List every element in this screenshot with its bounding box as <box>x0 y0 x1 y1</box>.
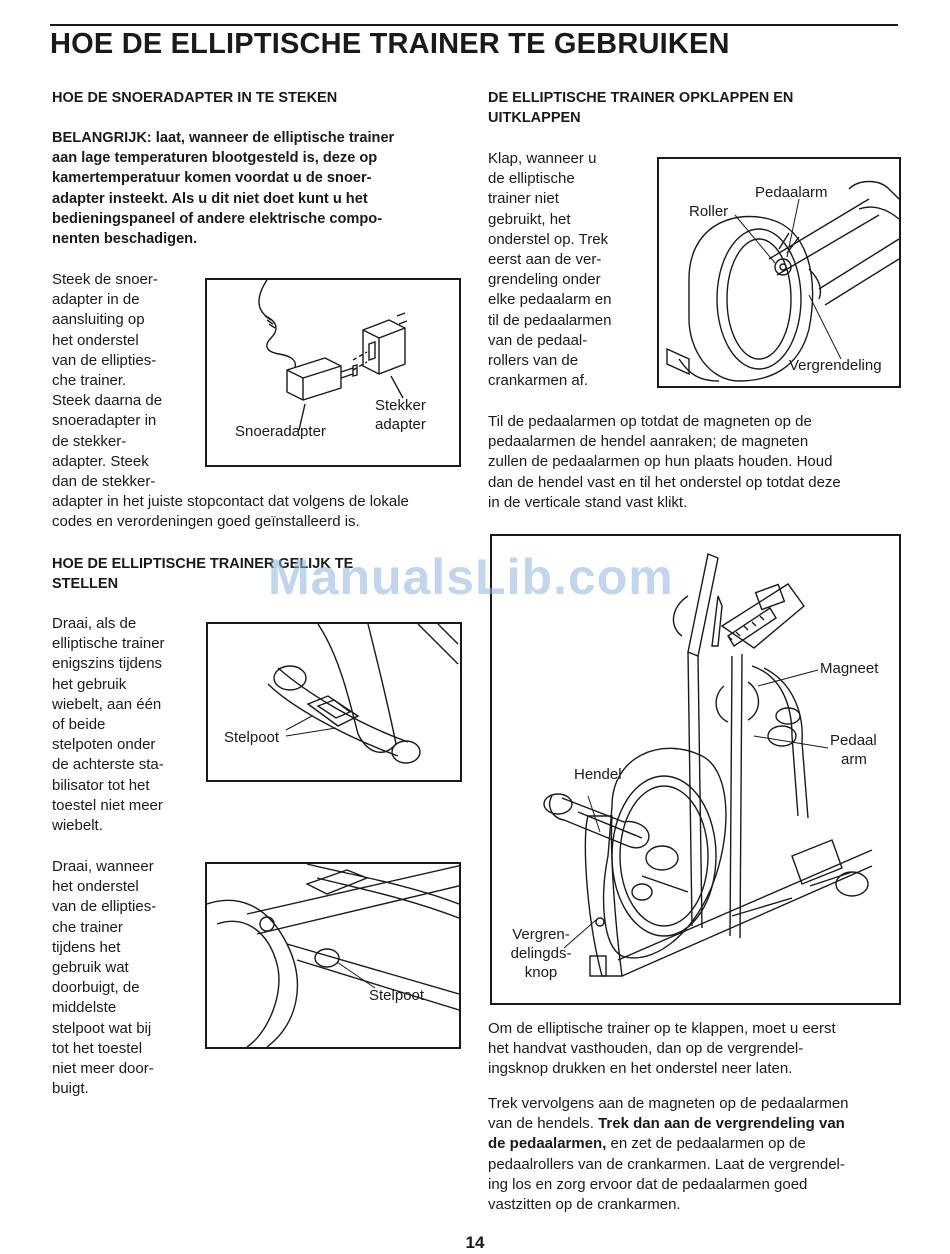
leveling-foot-figure-rear: Stelpoot <box>206 622 462 782</box>
warning-text: BELANGRIJK: laat, wanneer de elliptische… <box>52 130 395 248</box>
section-heading-leveling: HOE DE ELLIPTISCHE TRAINER GELIJK TE STE… <box>52 556 354 592</box>
leveling-instructions-1: Draai, als de elliptische trainer enigsz… <box>52 615 165 835</box>
pedal-arm-latch-figure: Pedaalarm Roller Vergrendeling <box>657 157 901 388</box>
label-magnet: Magneet <box>820 660 879 677</box>
folded-trainer-figure: Magneet Pedaal arm Hendel Vergren- delin… <box>490 534 901 1005</box>
cord-adapter-instructions: Steek de snoer- adapter in de aansluitin… <box>52 271 409 531</box>
label-pedal-arm-1: Pedaal <box>830 732 877 749</box>
label-cord-adapter: Snoeradapter <box>235 423 326 440</box>
cord-adapter-figure: Snoeradapter Stekker adapter <box>205 278 461 467</box>
label-roller: Roller <box>689 203 729 220</box>
title-rule <box>50 24 898 26</box>
label-leveling-foot-rear: Stelpoot <box>224 729 280 746</box>
pedal-arm-illustration <box>666 180 899 382</box>
elliptical-trainer-illustration <box>543 553 873 977</box>
leveling-foot-figure-middle: Stelpoot <box>205 862 461 1049</box>
leveling-instructions-2: Draai, wanneer het onderstel van de elli… <box>52 858 157 1098</box>
label-handle: Hendel <box>574 766 622 783</box>
label-latch: Vergrendeling <box>789 357 882 374</box>
section-heading-cord-adapter: HOE DE SNOERADAPTER IN TE STEKEN <box>52 90 338 106</box>
cord-adapter-illustration <box>258 280 408 431</box>
label-plug-adapter-2: adapter <box>375 416 426 433</box>
label-latch-knob-2: delingds- <box>510 945 572 962</box>
page-number: 14 <box>465 1233 485 1252</box>
section-heading-folding: DE ELLIPTISCHE TRAINER OPKLAPPEN EN UITK… <box>488 90 794 126</box>
unfolding-instructions-1: Om de elliptische trainer op te klappen,… <box>488 1020 836 1078</box>
folding-instructions-2: Til de pedaalarmen op totdat de magneten… <box>488 413 841 511</box>
label-latch-knob-1: Vergren- <box>512 926 570 943</box>
folding-instructions-1: Klap, wanneer u de elliptische trainer n… <box>488 150 612 390</box>
label-latch-knob-3: knop <box>524 964 558 981</box>
label-pedal-arm: Pedaalarm <box>755 184 828 201</box>
watermark: ManualsLib.com <box>268 549 674 605</box>
unfolding-instructions-2: Trek vervolgens aan de magneten op de pe… <box>488 1095 849 1214</box>
page-title: HOE DE ELLIPTISCHE TRAINER TE GEBRUIKEN <box>50 28 730 60</box>
label-leveling-foot-middle: Stelpoot <box>369 987 425 1004</box>
label-plug-adapter-1: Stekker <box>375 397 426 414</box>
middle-leveling-foot-illustration <box>207 864 459 1047</box>
label-pedal-arm-2: arm <box>841 751 867 768</box>
rear-stabilizer-illustration <box>267 624 459 764</box>
